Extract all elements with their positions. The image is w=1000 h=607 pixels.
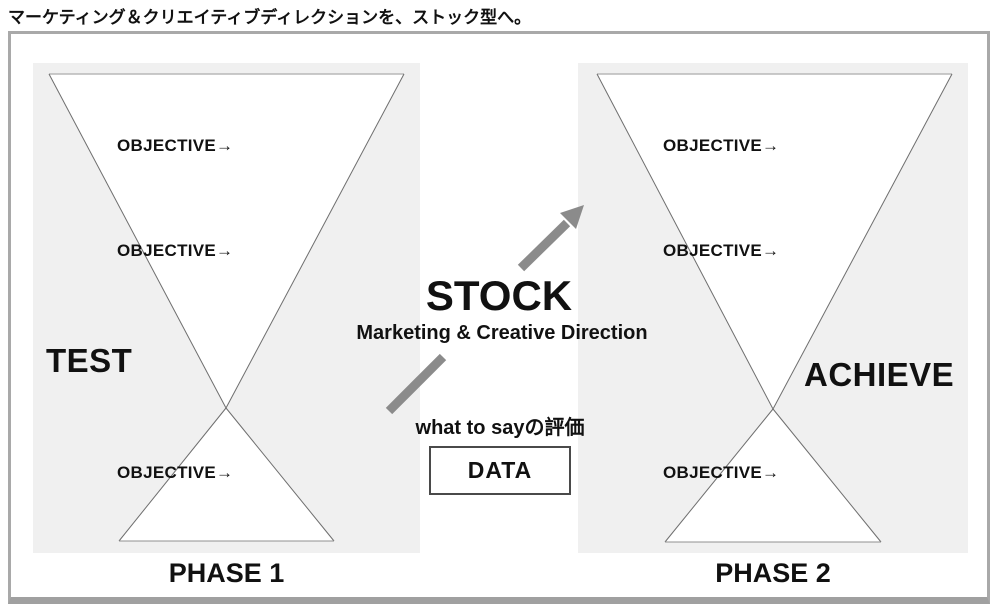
left-objective-1: OBJECTIVE→ [117, 136, 234, 155]
achieve-label: ACHIEVE [804, 356, 955, 393]
page-title: マーケティング＆クリエイティブディレクションを、ストック型へ。 [8, 8, 532, 27]
right-objective-1: OBJECTIVE→ [663, 136, 780, 155]
phase2-label: PHASE 2 [715, 558, 831, 588]
stock-subtitle: Marketing & Creative Direction [356, 322, 648, 344]
what-to-say-caption: what to sayの評価 [415, 417, 585, 439]
right-objective-3: OBJECTIVE→ [663, 463, 780, 482]
left-objective-2: OBJECTIVE→ [117, 241, 234, 260]
phase1-label: PHASE 1 [168, 558, 285, 588]
stock-title: STOCK [425, 272, 573, 319]
data-box: DATA [429, 446, 571, 495]
left-objective-3: OBJECTIVE→ [117, 463, 234, 482]
right-objective-2: OBJECTIVE→ [663, 241, 780, 260]
test-label: TEST [46, 342, 133, 379]
